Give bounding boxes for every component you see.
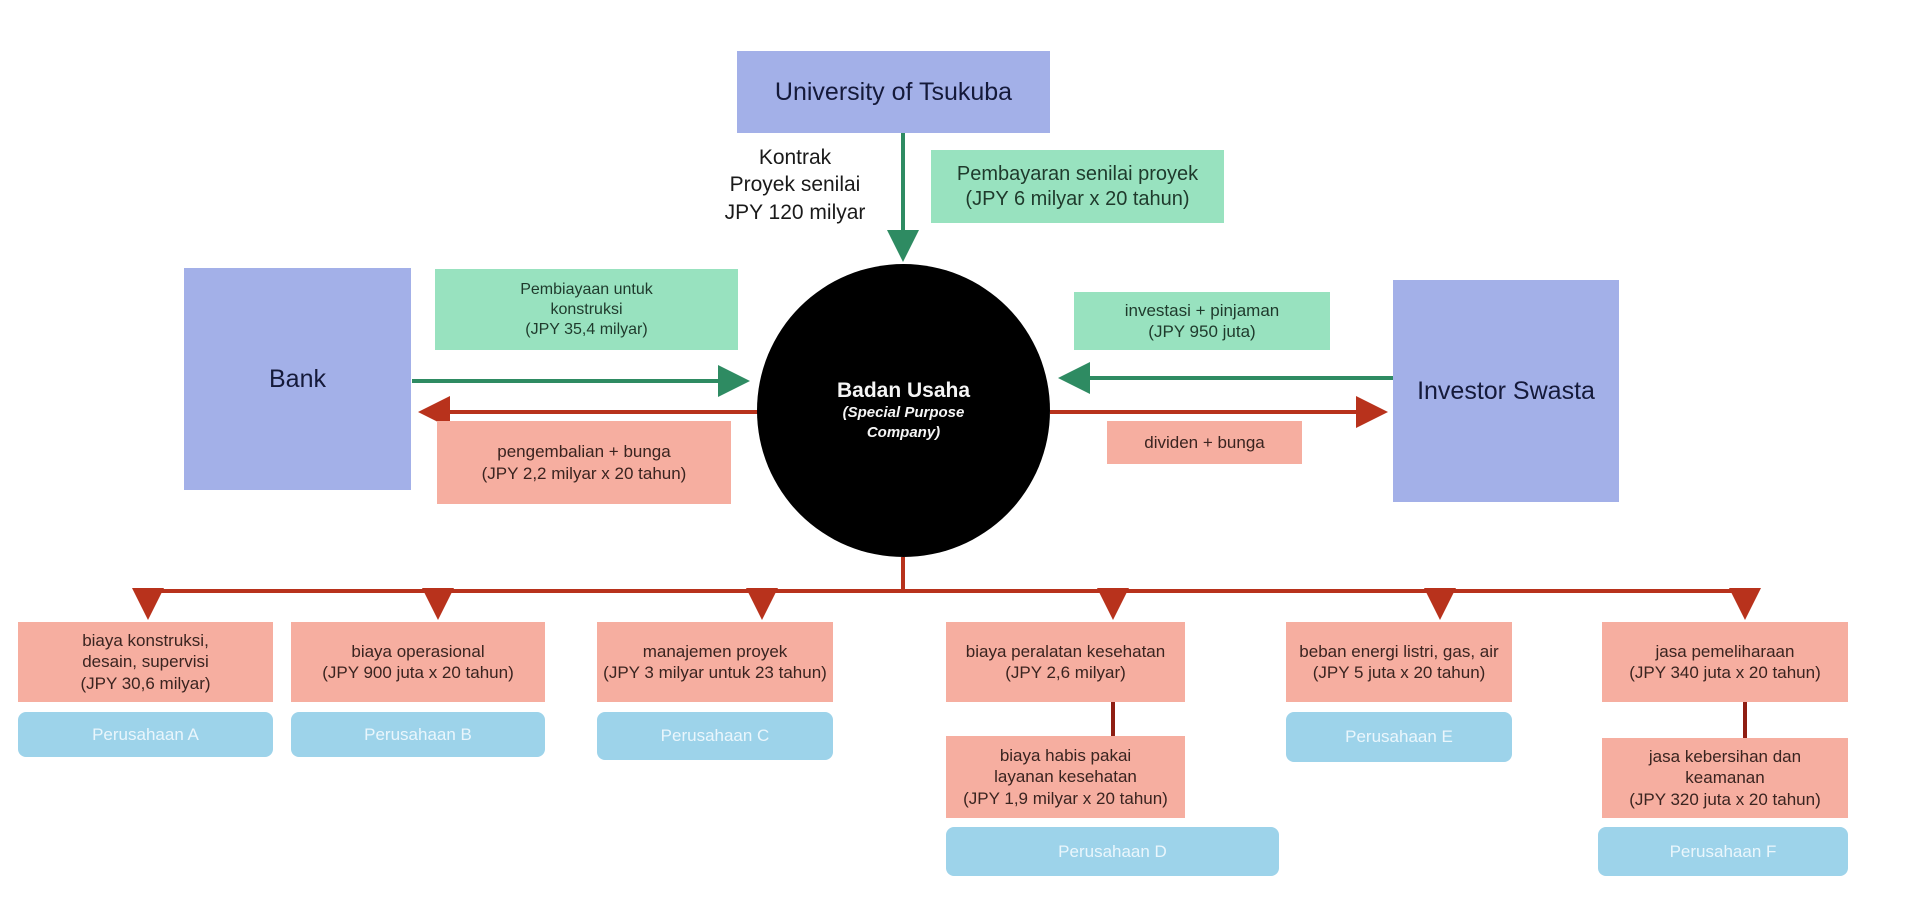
bank-name: Bank (269, 364, 326, 393)
cost-line: jasa pemeliharaan (1655, 641, 1795, 661)
bank-outflow-line: (JPY 2,2 milyar x 20 tahun) (481, 463, 687, 483)
contract-line: Kontrak (758, 146, 832, 169)
cost-line: (JPY 900 juta x 20 tahun) (322, 663, 514, 682)
company-e: Perusahaan E (1286, 712, 1512, 762)
payment-line: (JPY 6 milyar x 20 tahun) (965, 187, 1190, 210)
center-subtitle: (Special Purpose (842, 404, 965, 421)
cost-line: (JPY 320 juta x 20 tahun) (1629, 789, 1821, 809)
company-name: Perusahaan A (92, 724, 199, 744)
cost-box-d1: biaya peralatan kesehatan (JPY 2,6 milya… (946, 622, 1185, 702)
cost-box-e: beban energi listri, gas, air (JPY 5 jut… (1286, 622, 1512, 702)
bank-outflow-line: pengembalian + bunga (497, 442, 671, 462)
bank-outflow-label: pengembalian + bunga (JPY 2,2 milyar x 2… (437, 421, 731, 504)
cost-line: biaya peralatan kesehatan (965, 641, 1166, 661)
payment-line: Pembayaran senilai proyek (956, 162, 1199, 185)
contract-line: Proyek senilai (729, 173, 861, 197)
cost-line: manajemen proyek (642, 641, 788, 661)
investor-name: Investor Swasta (1417, 376, 1595, 405)
cost-box-f2: jasa kebersihan dan keamanan (JPY 320 ju… (1602, 738, 1848, 818)
investor-inflow-label: investasi + pinjaman (JPY 950 juta) (1074, 292, 1330, 350)
cost-line: biaya konstruksi, (82, 631, 209, 651)
cost-line: biaya habis pakai (999, 746, 1132, 766)
bank-inflow-line: Pembiayaan untuk (520, 280, 653, 298)
bank-inflow-label: Pembiayaan untuk konstruksi (JPY 35,4 mi… (435, 269, 738, 350)
cost-box-b: biaya operasional (JPY 900 juta x 20 tah… (291, 622, 545, 702)
cost-box-f1: jasa pemeliharaan (JPY 340 juta x 20 tah… (1602, 622, 1848, 702)
cost-box-d2: biaya habis pakai layanan kesehatan (JPY… (946, 736, 1185, 818)
company-name: Perusahaan C (660, 726, 770, 745)
company-name: Perusahaan B (364, 724, 472, 744)
company-a: Perusahaan A (18, 712, 273, 757)
company-c: Perusahaan C (597, 712, 833, 760)
investor-inflow-line: investasi + pinjaman (1124, 300, 1280, 320)
company-name: Perusahaan E (1345, 727, 1453, 746)
investor-outflow-label: dividen + bunga (1107, 421, 1302, 464)
cost-line: (JPY 1,9 milyar x 20 tahun) (963, 788, 1168, 808)
investor-outflow-line: dividen + bunga (1144, 432, 1265, 452)
cost-line: layanan kesehatan (994, 767, 1137, 787)
cost-line: (JPY 3 milyar untuk 23 tahun) (603, 663, 827, 682)
cost-box-a: biaya konstruksi, desain, supervisi (JPY… (18, 622, 273, 702)
company-name: Perusahaan F (1669, 841, 1777, 861)
cost-line: biaya operasional (351, 641, 485, 661)
cost-line: beban energi listri, gas, air (1299, 641, 1499, 661)
company-f: Perusahaan F (1598, 827, 1848, 876)
payment-label: Pembayaran senilai proyek (JPY 6 milyar … (931, 150, 1224, 223)
company-name: Perusahaan D (1058, 841, 1167, 861)
bank-box: Bank (184, 268, 411, 490)
investor-box: Investor Swasta (1393, 280, 1619, 502)
company-b: Perusahaan B (291, 712, 545, 757)
cost-line: keamanan (1685, 768, 1765, 788)
university-box: University of Tsukuba (737, 51, 1050, 133)
cost-line: (JPY 30,6 milyar) (80, 673, 211, 693)
center-title: Badan Usaha (836, 379, 971, 402)
cost-line: desain, supervisi (82, 652, 209, 672)
cost-line: jasa kebersihan dan (1648, 747, 1802, 767)
cost-box-c: manajemen proyek (JPY 3 milyar untuk 23 … (597, 622, 833, 702)
company-d: Perusahaan D (946, 827, 1279, 876)
bank-inflow-line: konstruksi (550, 300, 623, 318)
center-subtitle: Company) (866, 423, 941, 441)
cost-line: (JPY 5 juta x 20 tahun) (1312, 663, 1486, 682)
special-purpose-company: Badan Usaha (Special Purpose Company) (757, 264, 1050, 557)
university-name: University of Tsukuba (774, 77, 1013, 106)
investor-inflow-line: (JPY 950 juta) (1148, 322, 1256, 341)
contract-line: JPY 120 milyar (724, 200, 866, 224)
bank-inflow-line: (JPY 35,4 milyar) (525, 320, 648, 338)
contract-label: Kontrak Proyek senilai JPY 120 milyar (700, 144, 890, 226)
cost-line: (JPY 2,6 milyar) (1005, 663, 1126, 682)
cost-line: (JPY 340 juta x 20 tahun) (1629, 663, 1821, 682)
